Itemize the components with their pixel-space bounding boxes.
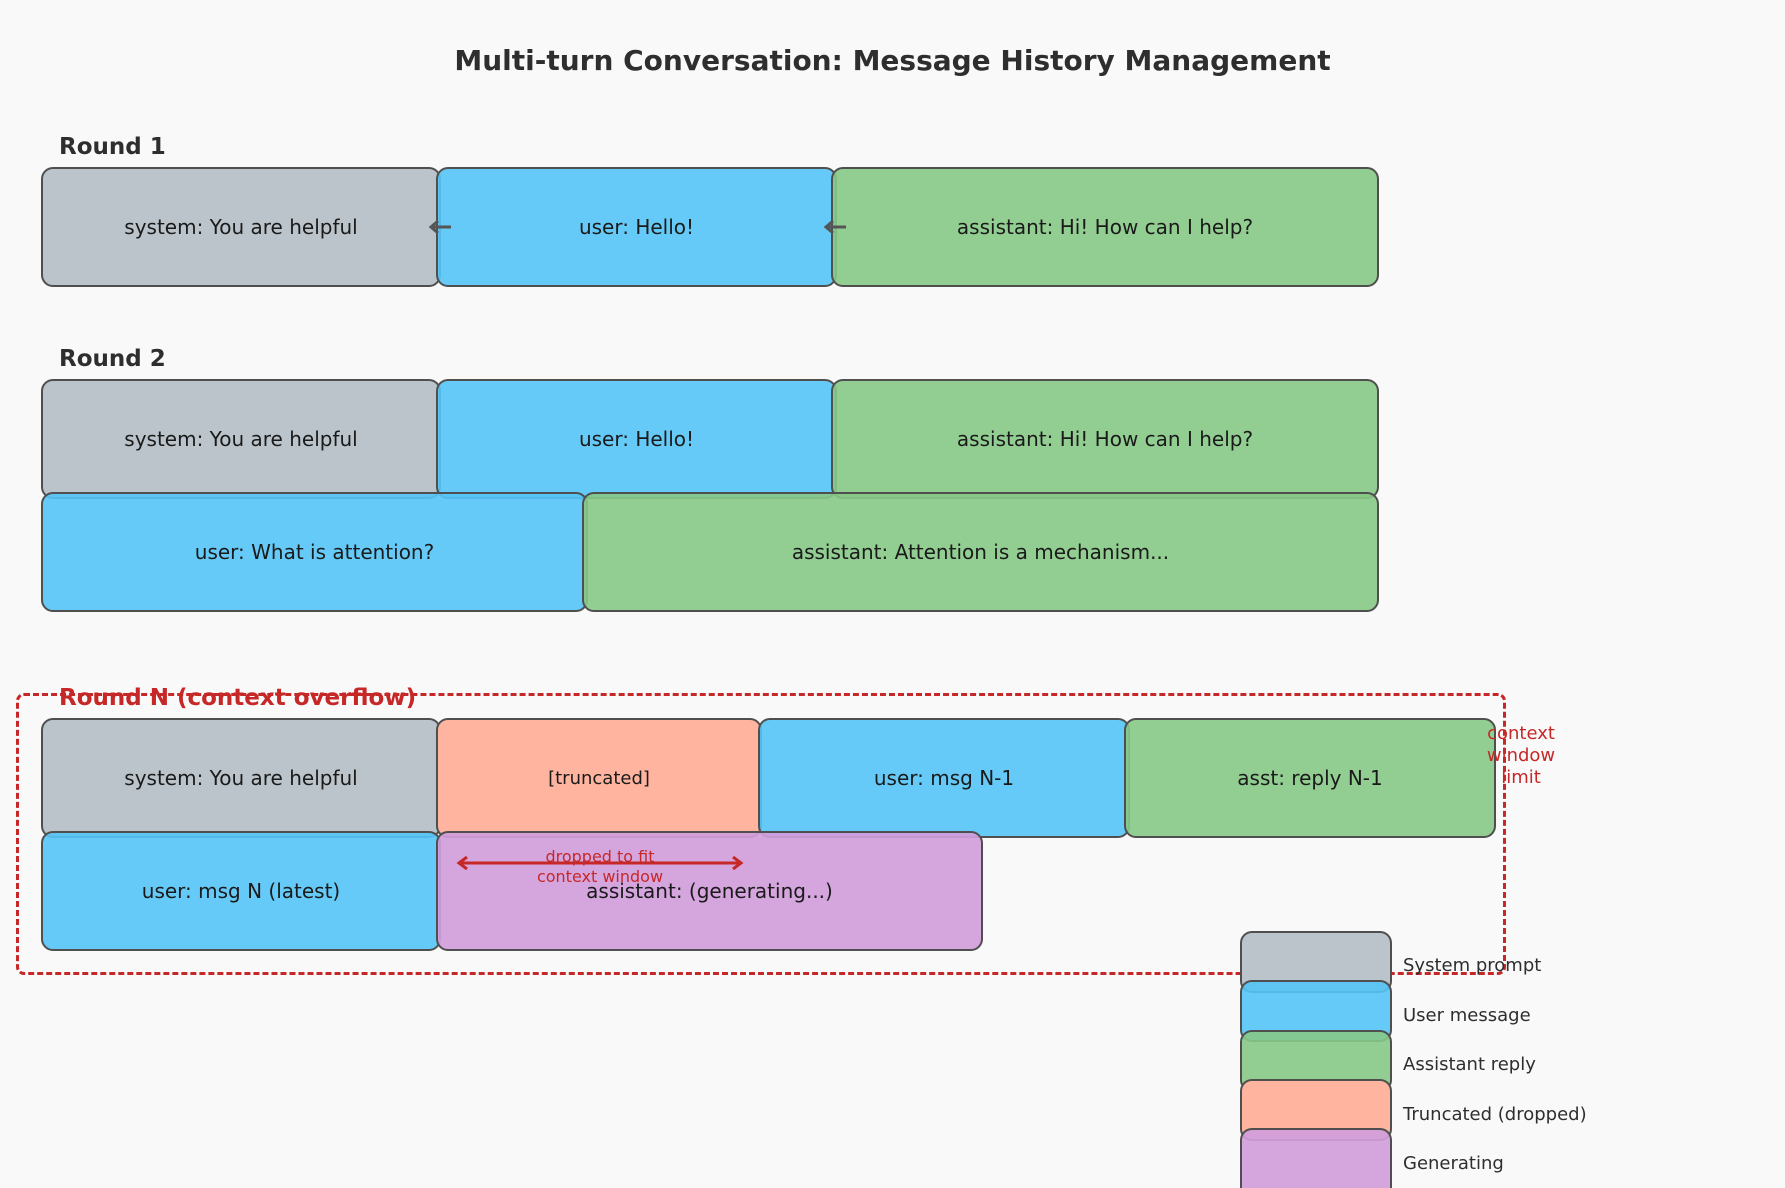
flow-arrow-icon xyxy=(823,220,846,234)
round-n-user-message: user: msg N-1 xyxy=(758,718,1130,838)
round-2-user-message: user: Hello! xyxy=(436,379,837,499)
round-n-generating-message: assistant: (generating...) xyxy=(436,831,983,951)
round-n-label: Round N (context overflow) xyxy=(59,685,417,711)
round-n-truncated-message: [truncated] xyxy=(436,718,762,838)
legend-label-truncated: Truncated (dropped) xyxy=(1403,1104,1587,1125)
round-n-system-message: system: You are helpful xyxy=(41,718,441,838)
round-1-user-message: user: Hello! xyxy=(436,167,837,287)
dropped-range-arrow-icon xyxy=(456,855,744,871)
legend-label-assistant: Assistant reply xyxy=(1403,1054,1536,1075)
round-2-system-message: system: You are helpful xyxy=(41,379,441,499)
round-n-latest-user-message: user: msg N (latest) xyxy=(41,831,441,951)
flow-arrow-icon xyxy=(428,220,451,234)
legend-label-generating: Generating xyxy=(1403,1153,1504,1174)
legend-label-system: System prompt xyxy=(1403,955,1542,976)
diagram-title: Multi-turn Conversation: Message History… xyxy=(454,44,1331,77)
round-2-user-message-2: user: What is attention? xyxy=(41,492,588,612)
context-window-limit-label: context window limit xyxy=(1486,723,1556,788)
round-1-system-message: system: You are helpful xyxy=(41,167,441,287)
round-2-assistant-message-2: assistant: Attention is a mechanism... xyxy=(582,492,1379,612)
context-window-boundary xyxy=(16,693,1506,975)
round-2-label: Round 2 xyxy=(59,346,166,372)
round-1-assistant-message: assistant: Hi! How can I help? xyxy=(831,167,1379,287)
round-n-assistant-message: asst: reply N-1 xyxy=(1124,718,1496,838)
dropped-label: dropped to fit context window xyxy=(536,847,664,886)
legend-swatch-generating xyxy=(1240,1128,1392,1188)
round-2-assistant-message: assistant: Hi! How can I help? xyxy=(831,379,1379,499)
round-1-label: Round 1 xyxy=(59,134,166,160)
legend-label-user: User message xyxy=(1403,1005,1531,1026)
